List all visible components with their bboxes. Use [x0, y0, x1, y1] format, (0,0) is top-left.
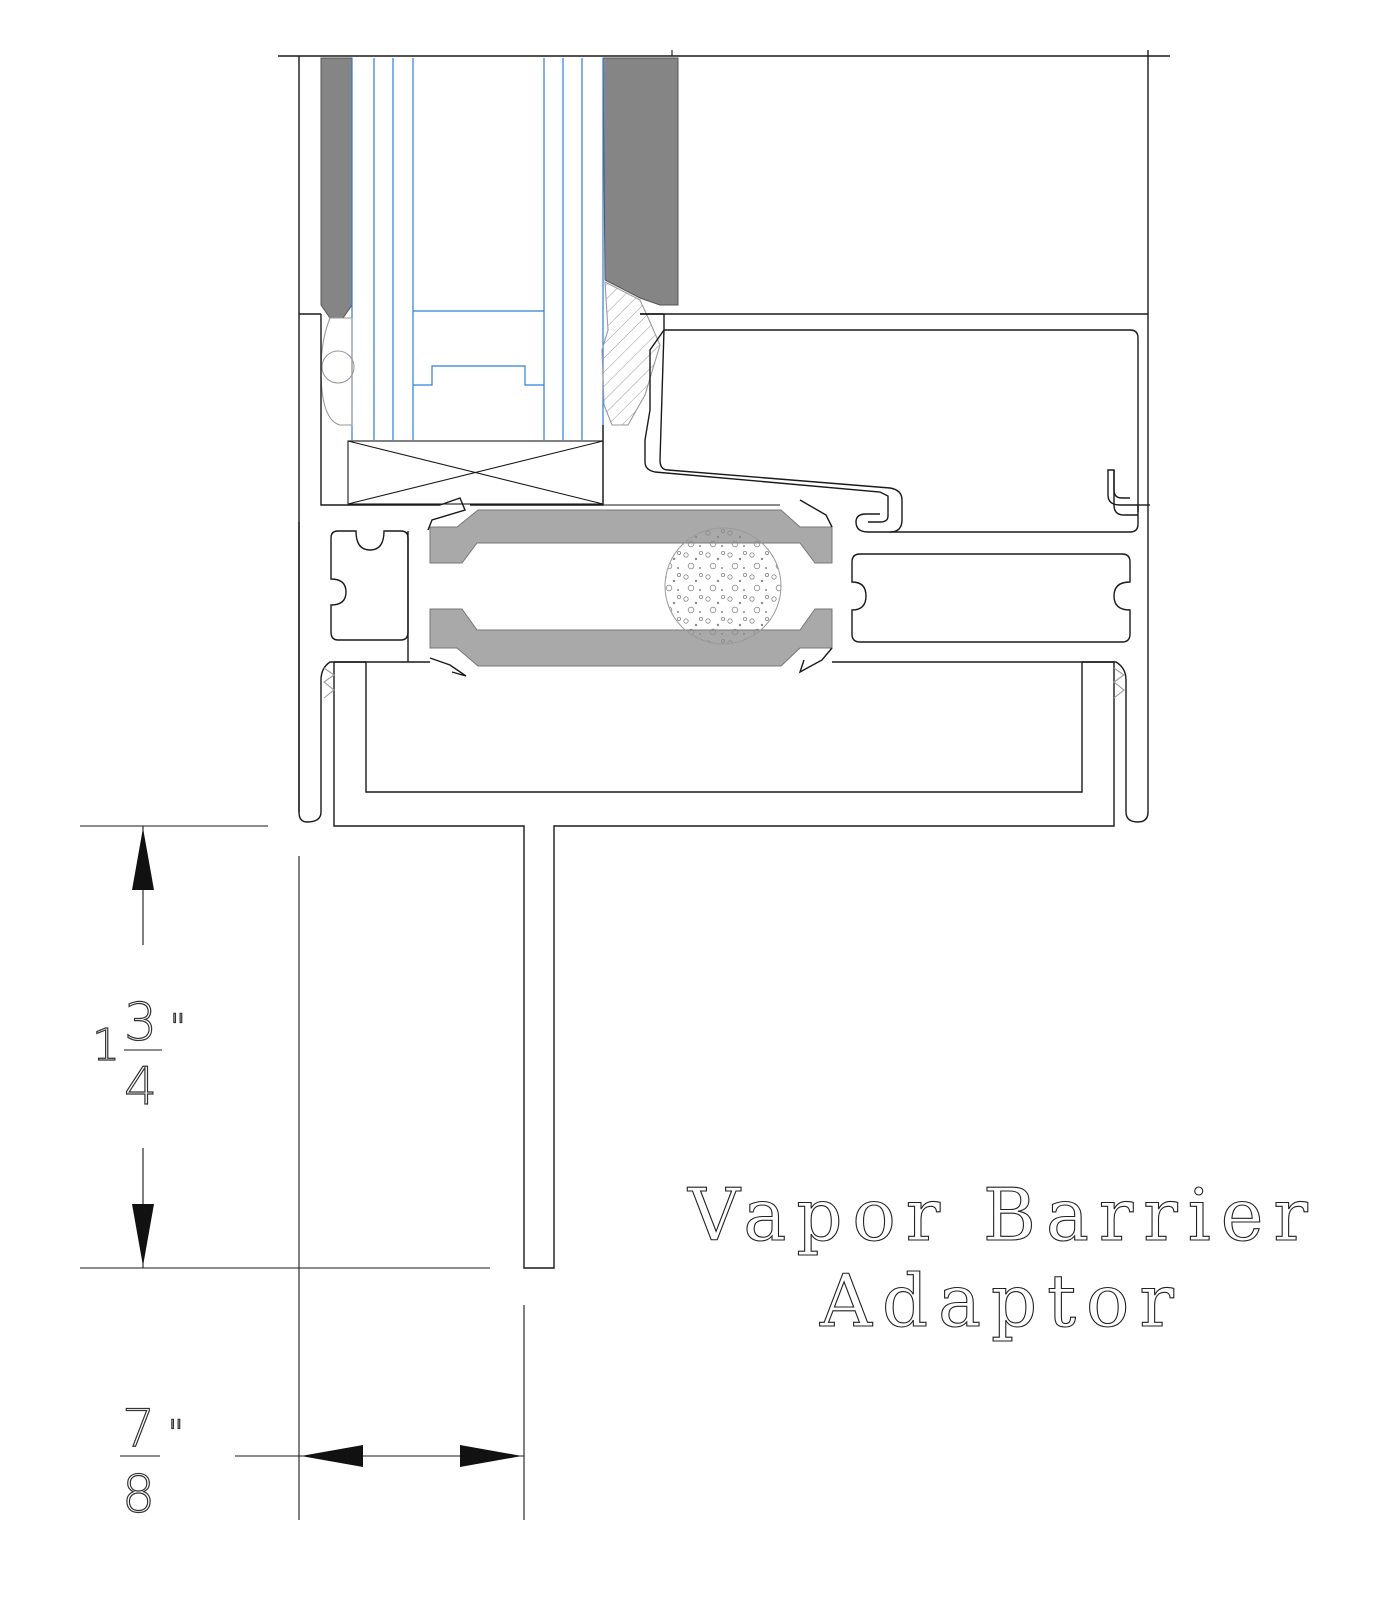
height-denominator: 4: [124, 1057, 157, 1117]
vapor-barrier-adaptor: [323, 661, 1125, 1269]
title-line-2: Adaptor: [819, 1259, 1184, 1343]
dimension-height: [80, 825, 490, 1269]
foam-backer-rod: [664, 527, 782, 645]
thermal-break: [427, 497, 833, 677]
width-unit: ": [168, 1413, 184, 1453]
title-line-1: Vapor Barrier: [687, 1173, 1318, 1257]
left-chamber: [330, 530, 409, 641]
frame-body: [298, 504, 1090, 812]
right-chamber: [851, 553, 1131, 643]
top-frame-line: [278, 50, 1170, 314]
height-label: 1 3 4 ": [91, 992, 186, 1117]
backer-rod-left: [320, 317, 355, 426]
glazing-stop-extrusion: [640, 313, 1150, 533]
drawing-title: Vapor Barrier Adaptor: [686, 1172, 1318, 1343]
width-denominator: 8: [122, 1465, 155, 1525]
height-unit: ": [170, 1007, 186, 1047]
setting-block: [347, 440, 604, 505]
width-numerator: 7: [122, 1399, 155, 1459]
dimension-width: [235, 856, 525, 1520]
height-numerator: 3: [124, 993, 157, 1053]
height-whole: 1: [92, 1020, 120, 1071]
width-label: 7 8 ": [120, 1398, 184, 1526]
insulated-glass-unit: [351, 58, 604, 440]
wedge-gasket-hatched: [601, 281, 661, 426]
glazing-gaskets: [320, 57, 679, 319]
frame-outer-walls: [298, 56, 1149, 823]
